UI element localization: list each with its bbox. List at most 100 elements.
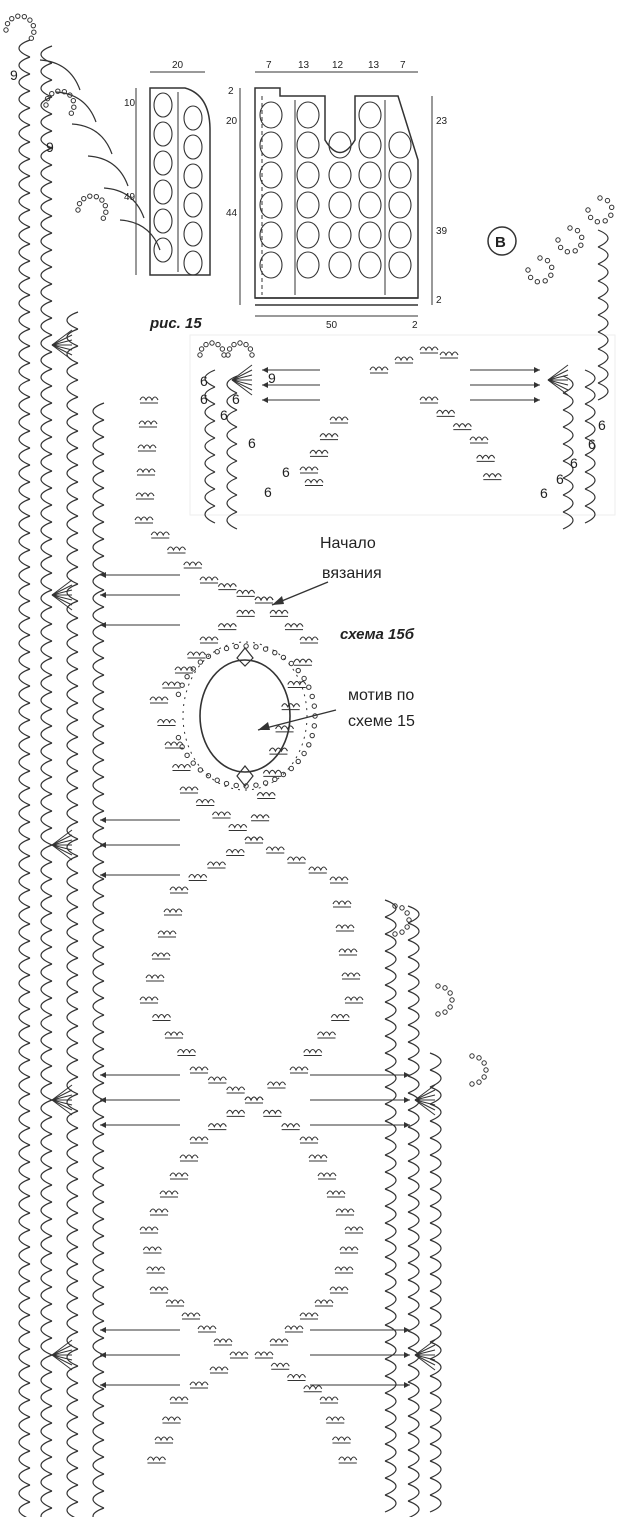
edge-scallop: [40, 1082, 53, 1101]
chain-stitch: [525, 267, 531, 273]
edge-scallop: [40, 538, 53, 557]
edge-scallop: [384, 1409, 397, 1428]
stitch-cluster: [236, 589, 256, 595]
inset-scallop: [226, 392, 238, 411]
stitch-cluster: [142, 1246, 162, 1252]
fan-stitch: [547, 379, 569, 391]
edge-scallop: [407, 1177, 420, 1196]
back-oval: [358, 221, 382, 249]
edge-scallop: [18, 294, 31, 313]
edge-scallop: [407, 922, 420, 941]
edge-scallop: [18, 889, 31, 908]
join-arrow-head: [100, 842, 106, 848]
edge-scallop: [40, 1439, 53, 1458]
back-oval: [358, 161, 382, 189]
edge-scallop: [92, 1031, 105, 1050]
edge-scallop: [407, 1466, 420, 1485]
edge-scallop: [66, 719, 79, 738]
inset-scallop: [584, 403, 596, 422]
stitch-cluster: [329, 876, 349, 882]
chain-stitch: [311, 703, 318, 709]
edge-scallop: [18, 464, 31, 483]
motif-arrow: [257, 709, 337, 731]
edge-scallop: [66, 1263, 79, 1282]
edge-scallop: [66, 362, 79, 381]
edge-scallop: [384, 1001, 397, 1020]
edge-scallop: [40, 453, 53, 472]
join-arrow-head: [100, 592, 106, 598]
edge-scallop: [407, 1041, 420, 1060]
fan-stitch: [51, 1339, 73, 1356]
edge-scallop: [92, 929, 105, 948]
stitch-cluster: [419, 396, 439, 402]
edge-scallop: [40, 1031, 53, 1050]
edge-scallop: [40, 232, 53, 251]
edge-scallop: [18, 1314, 31, 1333]
inset-scallop: [584, 420, 596, 439]
edge-scallop: [18, 1093, 31, 1112]
stitch-cluster: [149, 1286, 169, 1292]
edge-scallop: [40, 1201, 53, 1220]
edge-scallop: [18, 1280, 31, 1299]
stitch-cluster: [269, 1338, 289, 1344]
chain-stitch: [226, 346, 233, 352]
edge-scallop: [407, 1296, 420, 1315]
edge-scallop: [429, 1477, 442, 1496]
join-arrow-head: [100, 1327, 106, 1333]
stitch-cluster: [137, 444, 157, 450]
front-oval: [153, 92, 173, 118]
edge-scallop: [407, 1024, 420, 1043]
edge-scallop: [66, 566, 79, 585]
start-label-line2: вязания: [322, 565, 382, 582]
edge-scallop: [66, 753, 79, 772]
inset-row-number-8: 6: [598, 417, 606, 433]
edge-scallop: [40, 1116, 53, 1135]
back-oval: [388, 191, 412, 219]
edge-scallop: [18, 1331, 31, 1350]
fan-stitch: [51, 344, 73, 351]
dim-front-width: 20: [172, 60, 184, 71]
stitch-cluster: [335, 1208, 355, 1214]
edge-scallop: [66, 804, 79, 823]
edge-scallop: [407, 1211, 420, 1230]
edge-scallop: [92, 1252, 105, 1271]
edge-scallop: [18, 90, 31, 109]
stitch-cluster: [149, 696, 169, 702]
edge-scallop: [40, 62, 53, 81]
stitch-cluster: [308, 1154, 328, 1160]
stitch-cluster: [317, 1031, 336, 1037]
back-oval: [296, 161, 320, 189]
edge-scallop: [407, 1415, 420, 1434]
edge-scallop: [18, 345, 31, 364]
inset-row-number-1: 6: [200, 373, 208, 389]
chain-stitch: [295, 758, 301, 765]
edge-scallop: [66, 1127, 79, 1146]
edge-scallop: [40, 674, 53, 693]
edge-scallop: [384, 1222, 397, 1241]
stitch-cluster: [217, 623, 237, 628]
edge-scallop: [40, 1150, 53, 1169]
edge-scallop: [429, 1341, 442, 1360]
edge-scallop: [40, 1371, 53, 1390]
edge-scallop: [66, 1178, 79, 1197]
stitch-cluster: [225, 848, 245, 854]
edge-scallop: [92, 419, 105, 438]
edge-scallop: [66, 1093, 79, 1112]
edge-scallop: [40, 1048, 53, 1067]
edge-scallop: [66, 515, 79, 534]
dim-back-width: 50: [326, 320, 338, 331]
edge-scallop: [66, 906, 79, 925]
edge-scallop: [66, 1212, 79, 1231]
stitch-cluster: [207, 861, 226, 867]
inset-scallop: [597, 229, 609, 248]
edge-scallop: [66, 583, 79, 602]
inset-row-number-6: 6: [264, 484, 272, 500]
chain-stitch: [567, 225, 573, 231]
edge-scallop: [92, 572, 105, 591]
edge-scallop: [384, 1256, 397, 1275]
edge-scallop: [92, 470, 105, 489]
inset-row-number-13: 6: [220, 407, 228, 423]
edge-scallop: [429, 1239, 442, 1258]
edge-scallop: [384, 1069, 397, 1088]
edge-scallop: [66, 600, 79, 619]
